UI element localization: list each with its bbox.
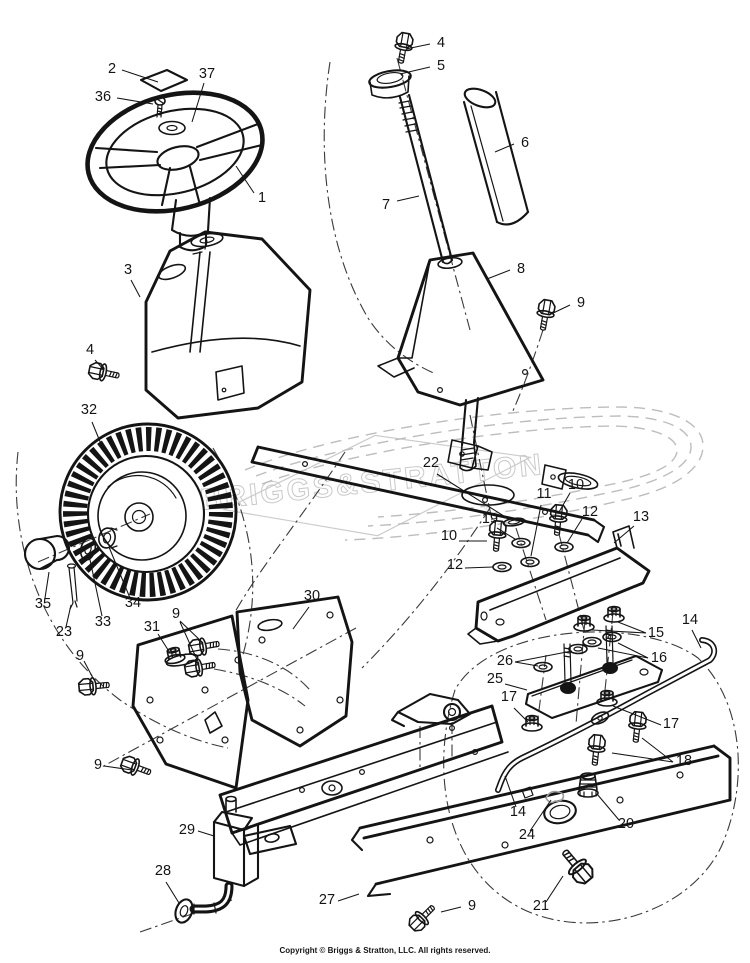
washer-26-b — [568, 643, 588, 655]
callout-32: 32 — [81, 402, 97, 418]
callout-9-lower-left: 9 — [94, 757, 102, 773]
callout-9-upper: 9 — [577, 295, 585, 311]
retainer-clip — [545, 790, 565, 804]
bolt-9-plate-b — [182, 655, 218, 680]
bolt-21 — [555, 843, 598, 889]
cotter-pin — [66, 563, 78, 610]
steering-arm — [390, 692, 472, 728]
callout-9-bottom: 9 — [468, 898, 476, 914]
tie-rod — [495, 637, 718, 793]
callout-17-left: 17 — [501, 689, 517, 705]
flange-bushing — [577, 772, 599, 798]
watermark-text: BRIGGS&STRATTON — [198, 448, 545, 517]
channel-bracket — [467, 525, 651, 645]
callout-25: 25 — [487, 671, 503, 687]
hub-cap — [23, 534, 71, 571]
callout-14-upper: 14 — [682, 612, 698, 628]
callout-21: 21 — [533, 898, 549, 914]
washer-16-a — [582, 636, 602, 648]
washer-12-left — [492, 561, 512, 573]
front-wheel — [58, 422, 238, 602]
callout-16: 16 — [651, 650, 667, 666]
steering-console — [144, 230, 312, 420]
wheel-bearing — [98, 527, 118, 549]
cap-screw — [154, 96, 166, 118]
callout-17-right: 17 — [663, 716, 679, 732]
steering-support-bracket — [377, 251, 545, 472]
callout-15: 15 — [648, 625, 664, 641]
washer-26-a — [533, 661, 553, 673]
callout-9-plates: 9 — [172, 606, 180, 622]
nut-17-b — [596, 689, 618, 707]
callout-12-left: 12 — [447, 557, 463, 573]
callout-12-right: 12 — [582, 504, 598, 520]
callout-33: 33 — [95, 614, 111, 630]
callout-7: 7 — [382, 197, 390, 213]
bolt-9-plate-a — [186, 634, 222, 659]
callout-10-left: 10 — [441, 528, 457, 544]
callout-34: 34 — [125, 595, 141, 611]
bolt-18-a — [585, 733, 608, 767]
steering-shaft — [398, 93, 454, 265]
washer-19 — [511, 537, 531, 549]
bolt-9-lower-left — [118, 753, 155, 782]
callout-35: 35 — [35, 596, 51, 612]
callout-22: 22 — [423, 455, 439, 471]
callout-3: 3 — [124, 262, 132, 278]
frame-cross-bar — [250, 439, 606, 544]
callout-9-left: 9 — [76, 648, 84, 664]
callout-18: 18 — [676, 753, 692, 769]
steering-wheel-cap — [139, 68, 189, 93]
bolt-9-bottom — [405, 899, 441, 935]
steering-tube — [462, 87, 530, 226]
axle-beam — [218, 704, 509, 846]
callout-13: 13 — [633, 509, 649, 525]
callout-30: 30 — [304, 588, 320, 604]
nut-15-a — [603, 605, 625, 623]
nut-31 — [162, 644, 187, 666]
callout-29: 29 — [179, 822, 195, 838]
callout-36: 36 — [95, 89, 111, 105]
callout-26: 26 — [497, 653, 513, 669]
leader-lines — [44, 43, 702, 913]
hub-washer — [79, 537, 97, 561]
steering-wheel-washer — [158, 120, 186, 136]
callout-8: 8 — [517, 261, 525, 277]
shaft-cup-washer — [368, 69, 412, 99]
callout-6: 6 — [521, 135, 529, 151]
watermark-registered-mark: ® — [483, 502, 492, 514]
callout-28: 28 — [155, 863, 171, 879]
callout-27: 27 — [319, 892, 335, 908]
callout-4-left: 4 — [86, 342, 94, 358]
callout-2: 2 — [108, 61, 116, 77]
frame-channel — [350, 744, 732, 898]
screw-4-left — [86, 360, 122, 385]
copyright-notice: Copyright © Briggs & Stratton, LLC. All … — [280, 946, 491, 955]
washer-11 — [520, 556, 540, 568]
shaft-support-bracket — [189, 795, 298, 915]
callout-37: 37 — [199, 66, 215, 82]
nut-17-a — [521, 714, 543, 732]
callout-labels: 2 36 37 1 4 5 6 7 8 9 3 4 32 22 10 11 12… — [35, 35, 698, 914]
lower-shaft-washer — [174, 898, 194, 924]
callout-24: 24 — [519, 827, 535, 843]
callout-20: 20 — [618, 816, 634, 832]
callout-14-lower: 14 — [510, 804, 526, 820]
callout-19: 19 — [482, 511, 498, 527]
bolt-9-upper-right — [533, 297, 558, 333]
axle-support-plate-rear — [235, 595, 354, 748]
washer-12-right — [554, 541, 574, 553]
callout-1: 1 — [258, 190, 266, 206]
callout-23: 23 — [56, 624, 72, 640]
callout-5: 5 — [437, 58, 445, 74]
callout-10-right: 10 — [568, 477, 584, 493]
callout-31: 31 — [144, 619, 160, 635]
callout-4-top: 4 — [437, 35, 445, 51]
callout-11: 11 — [536, 486, 551, 502]
